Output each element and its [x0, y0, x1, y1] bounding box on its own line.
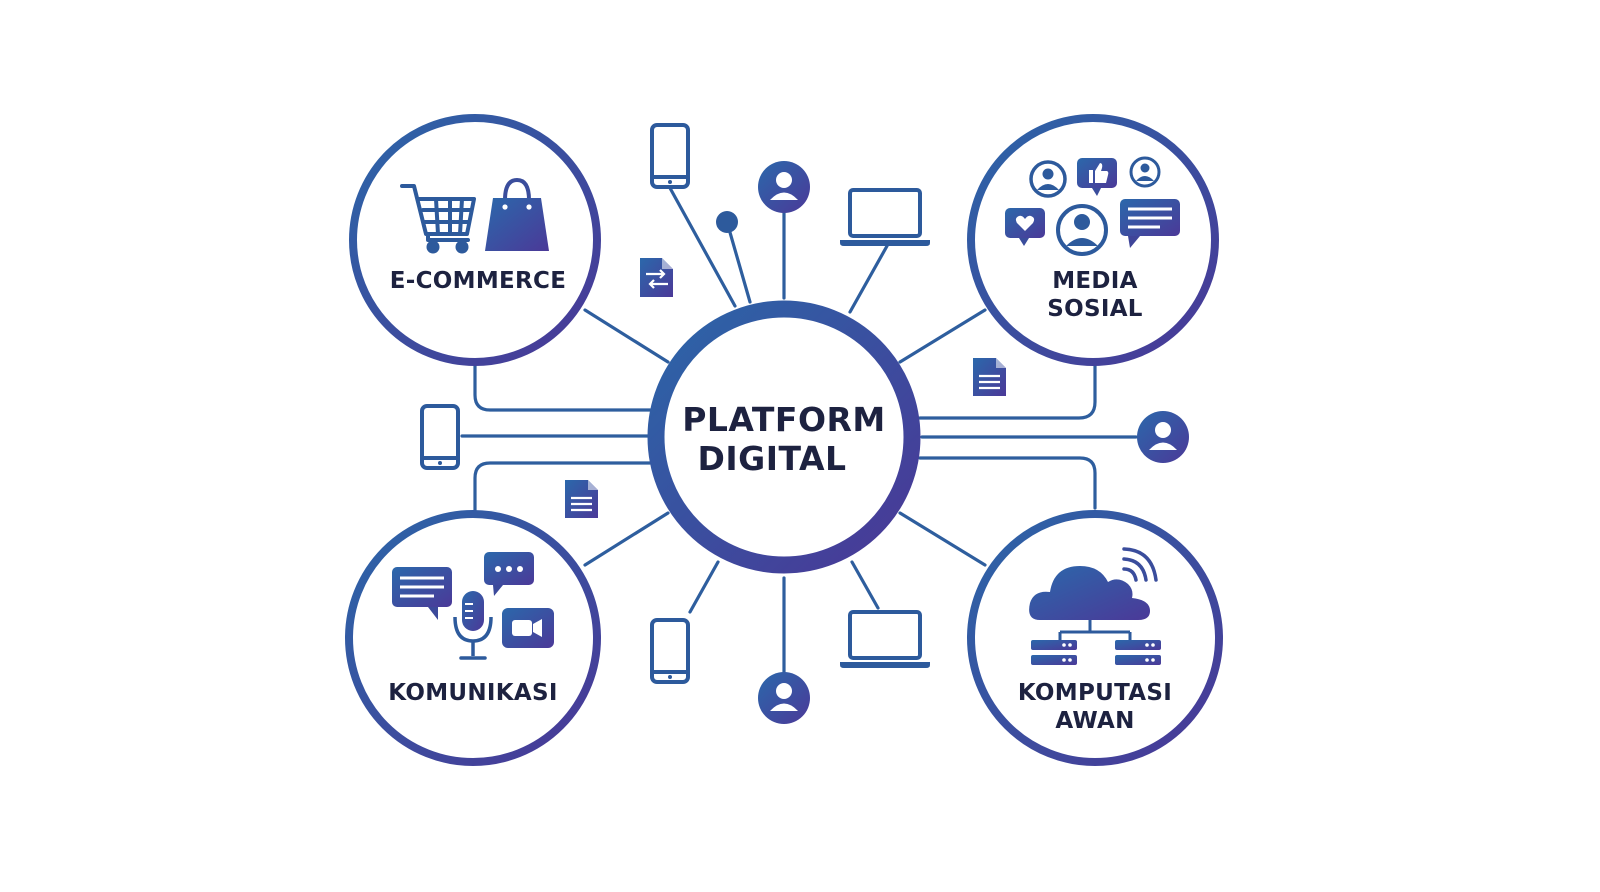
connector-komputasi-awan: [898, 511, 987, 567]
connector-top-laptop: [848, 244, 889, 314]
smartphone-icon: [650, 123, 690, 189]
thumbs-up-icon: [1077, 158, 1117, 196]
server-network-icon: [1058, 620, 1132, 641]
node-komputasi-awan: KOMPUTASI AWAN: [967, 510, 1223, 766]
heart-message-icon: [1005, 208, 1045, 246]
user-circle-bottom-icon: [758, 672, 810, 724]
user-circle-right-icon: [1137, 411, 1189, 463]
wifi-signal-icon: [1122, 547, 1158, 582]
connector-lines: [460, 186, 1138, 674]
node-komunikasi: KOMUNIKASI: [345, 510, 601, 766]
chat-message-icon: [1120, 199, 1180, 248]
user-profile-small-icon: [1129, 156, 1161, 188]
connector-bottom-laptop: [850, 560, 880, 610]
user-avatar-icon: [1056, 204, 1108, 256]
node-komputasi-awan-label-line1: KOMPUTASI: [1018, 680, 1172, 706]
node-komputasi-awan-label-line2: AWAN: [1055, 708, 1134, 734]
node-media-sosial: MEDIA SOSIAL: [967, 114, 1219, 366]
user-profile-icon: [1029, 160, 1067, 198]
connector-bottom-phone: [688, 560, 720, 614]
connector-bus-right-top: [918, 363, 1097, 420]
message-bubble-icon: [392, 567, 452, 620]
center-title-line2: DIGITAL: [697, 439, 846, 478]
document-icon: [973, 358, 1006, 396]
connector-komunikasi: [583, 511, 670, 567]
node-komunikasi-label: KOMUNIKASI: [388, 680, 557, 706]
connector-top-phone: [668, 186, 737, 308]
laptop-icon: [840, 188, 930, 246]
node-media-sosial-label-line2: SOSIAL: [1047, 296, 1143, 322]
smartphone-bottom-icon: [650, 618, 690, 684]
user-circle-icon: [758, 161, 810, 213]
node-ecommerce-label: E-COMMERCE: [390, 268, 566, 294]
center-title-line1: PLATFORM: [682, 400, 886, 439]
node-ecommerce: E-COMMERCE: [349, 114, 601, 366]
cloud-icon: [1029, 566, 1150, 620]
connector-ecommerce: [583, 308, 670, 364]
shopping-cart-icon: [400, 184, 476, 254]
center-hub: PLATFORM DIGITAL: [647, 300, 921, 574]
typing-bubble-icon: [484, 552, 534, 596]
microphone-icon: [453, 591, 493, 660]
node-media-sosial-label-line1: MEDIA: [1052, 268, 1138, 294]
laptop-bottom-icon: [840, 610, 930, 668]
server-rack-left-icon: [1031, 640, 1077, 665]
connector-bus-right-bottom: [918, 456, 1097, 510]
document-left-icon: [565, 480, 598, 518]
smartphone-left-icon: [420, 404, 460, 470]
server-rack-right-icon: [1115, 640, 1161, 665]
connector-media-sosial: [898, 308, 987, 364]
connector-top-dot: [725, 220, 752, 304]
video-camera-icon: [502, 608, 554, 648]
connector-bus-left-bottom: [473, 461, 652, 512]
connector-bus-left-top: [473, 363, 652, 412]
file-transfer-icon: [640, 258, 673, 297]
shopping-bag-icon: [485, 177, 549, 251]
connection-dot-icon: [716, 211, 738, 233]
